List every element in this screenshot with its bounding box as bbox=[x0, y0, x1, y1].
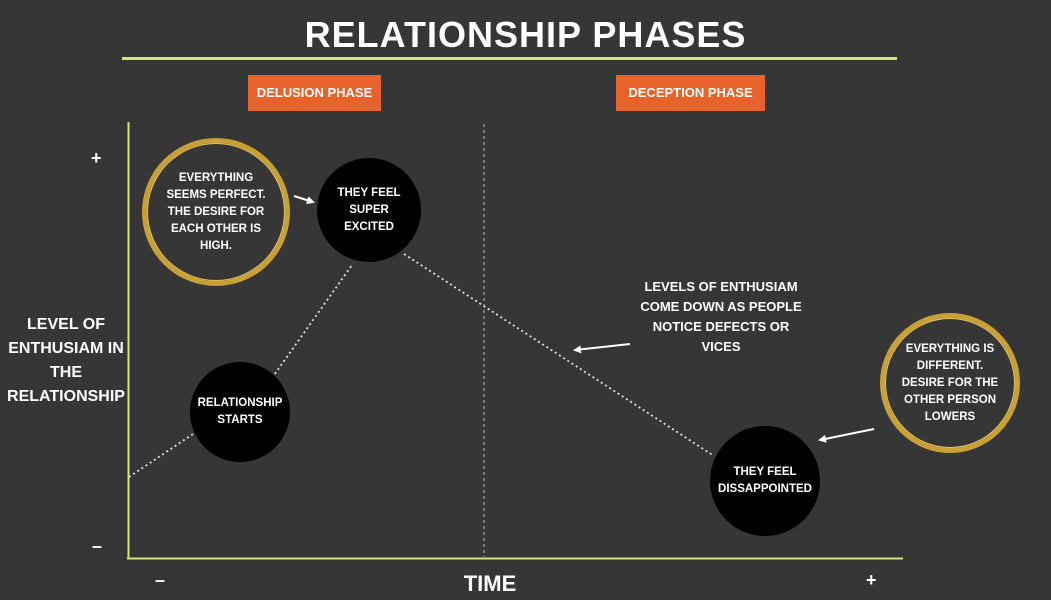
delusion-phase-badge: DELUSION PHASE bbox=[248, 75, 381, 111]
callout-everything-different: EVERYTHING IS DIFFERENT. DESIRE FOR THE … bbox=[880, 313, 1020, 453]
curve-segment-rise bbox=[271, 264, 353, 379]
callout-everything-perfect: EVERYTHING SEEMS PERFECT. THE DESIRE FOR… bbox=[142, 138, 290, 286]
title-underline bbox=[122, 57, 897, 60]
node-disappointed: THEY FEEL DISSAPPOINTED bbox=[710, 426, 820, 536]
y-axis-label: LEVEL OF ENTHUSIAM IN THE RELATIONSHIP bbox=[7, 316, 125, 405]
x-axis-plus: + bbox=[866, 570, 877, 590]
x-axis-minus: – bbox=[155, 570, 166, 590]
curve-segment-fall bbox=[403, 253, 715, 457]
arrow-annotation-to-curve bbox=[573, 343, 631, 354]
page-title: RELATIONSHIP PHASES bbox=[304, 14, 747, 55]
x-axis-label: TIME bbox=[463, 571, 517, 596]
arrow-different-to-disappointed bbox=[818, 428, 875, 443]
y-axis-plus: + bbox=[91, 148, 102, 168]
node-relationship-starts: RELATIONSHIP STARTS bbox=[190, 362, 290, 462]
deception-phase-badge: DECEPTION PHASE bbox=[616, 75, 765, 111]
arrow-perfect-to-excited bbox=[293, 195, 315, 205]
node-super-excited: THEY FEEL SUPER EXCITED bbox=[317, 158, 421, 262]
curve-segment-start bbox=[128, 431, 197, 478]
enthusiasm-annotation: LEVELS OF ENTHUSIAM COME DOWN AS PEOPLE … bbox=[640, 279, 802, 354]
y-axis-minus: – bbox=[92, 536, 103, 556]
